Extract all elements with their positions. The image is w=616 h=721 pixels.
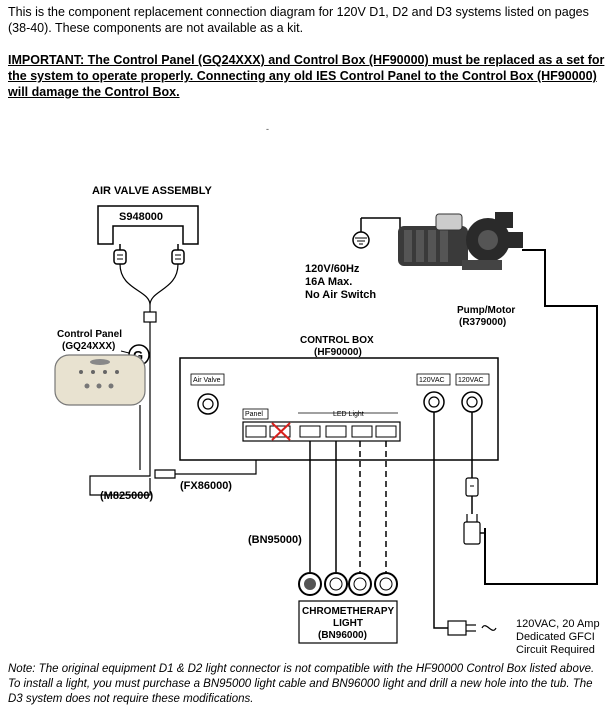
gfci-plug-icon (447, 620, 497, 636)
port-120vac-1-label: 120VAC (419, 377, 445, 384)
connection-diagram: AIR VALVE ASSEMBLY S948000 120V/60Hz 16A (54, 185, 600, 656)
pump-label-line-2: (R379000) (459, 317, 506, 328)
cable-fx86000-label: (FX86000) (180, 480, 232, 492)
ground-label-letter: G (133, 348, 143, 363)
port-panel-label: Panel (245, 411, 263, 418)
pump-plug-socket-icon (463, 477, 481, 545)
port-120vac-1-tag (416, 373, 451, 386)
air-valve-tubing (119, 263, 179, 312)
control-panel-label-line-1: Control Panel (57, 329, 122, 340)
port-120vac-2-tag (455, 373, 490, 386)
power-cable-gfci (433, 412, 448, 629)
chromotherapy-label-box (298, 600, 398, 644)
air-valve-assembly-title: AIR VALVE ASSEMBLY (92, 185, 212, 197)
port-air-valve-tag (190, 373, 225, 386)
chromotherapy-label-line-2: LIGHT (333, 618, 363, 629)
port-120vac-2-label: 120VAC (458, 377, 484, 384)
gfci-label-line-2: Dedicated GFCI (516, 631, 595, 643)
disabled-connector-cross-icon (271, 422, 291, 441)
port-120vac-1-inner (428, 396, 440, 408)
cable-bn95000-label: (BN95000) (248, 534, 302, 546)
cable-m825000-label: (M825000) (100, 490, 154, 502)
control-box-label-line-2: (HF90000) (314, 347, 362, 358)
panel-cable-m825000 (89, 322, 151, 496)
fx-cable-route (154, 469, 176, 479)
pump-label-line-1: Pump/Motor (457, 305, 515, 316)
air-valve-connector-right (171, 244, 185, 265)
chromotherapy-label-line-1: CHROMETHERAPY (302, 606, 395, 617)
port-panel-tag (242, 408, 269, 420)
port-air-valve-label: Air Valve (193, 377, 221, 384)
air-valve-body (97, 205, 199, 245)
air-valve-connector-left (113, 244, 127, 265)
control-panel-device (54, 354, 146, 406)
gfci-label-line-1: 120VAC, 20 Amp (516, 618, 600, 630)
ground-label-leader (120, 350, 130, 354)
chromotherapy-label-line-3: (BN96000) (318, 630, 367, 641)
port-led-light-label: LED Light (333, 411, 364, 418)
footnote: Note: The original equipment D1 & D2 lig… (8, 663, 595, 705)
chromotherapy-light-icons (298, 572, 398, 596)
gfci-label-line-3: Circuit Required (516, 644, 595, 656)
port-air-valve-inner (202, 398, 214, 410)
stray-mark: - (266, 124, 269, 134)
pump-power-cord (484, 249, 598, 585)
intro-text: This is the component replacement connec… (8, 5, 589, 35)
port-120vac-2-inner (466, 396, 478, 408)
air-valve-plug (143, 311, 157, 323)
control-box-label-line-1: CONTROL BOX (300, 335, 374, 346)
pump-spec-line-2: 16A Max. (305, 276, 352, 288)
control-box-enclosure (179, 357, 499, 461)
control-panel-label-line-2: (GQ24XXX) (62, 341, 115, 352)
pump-spec-line-3: No Air Switch (305, 289, 376, 301)
air-valve-part-number: S948000 (119, 211, 163, 223)
important-warning: IMPORTANT: The Control Panel (GQ24XXX) a… (8, 53, 605, 99)
pump-spec-line-1: 120V/60Hz (305, 263, 360, 275)
ground-symbol-icon (352, 218, 370, 249)
ground-wire (361, 217, 401, 236)
pump-motor-icon (398, 212, 523, 270)
